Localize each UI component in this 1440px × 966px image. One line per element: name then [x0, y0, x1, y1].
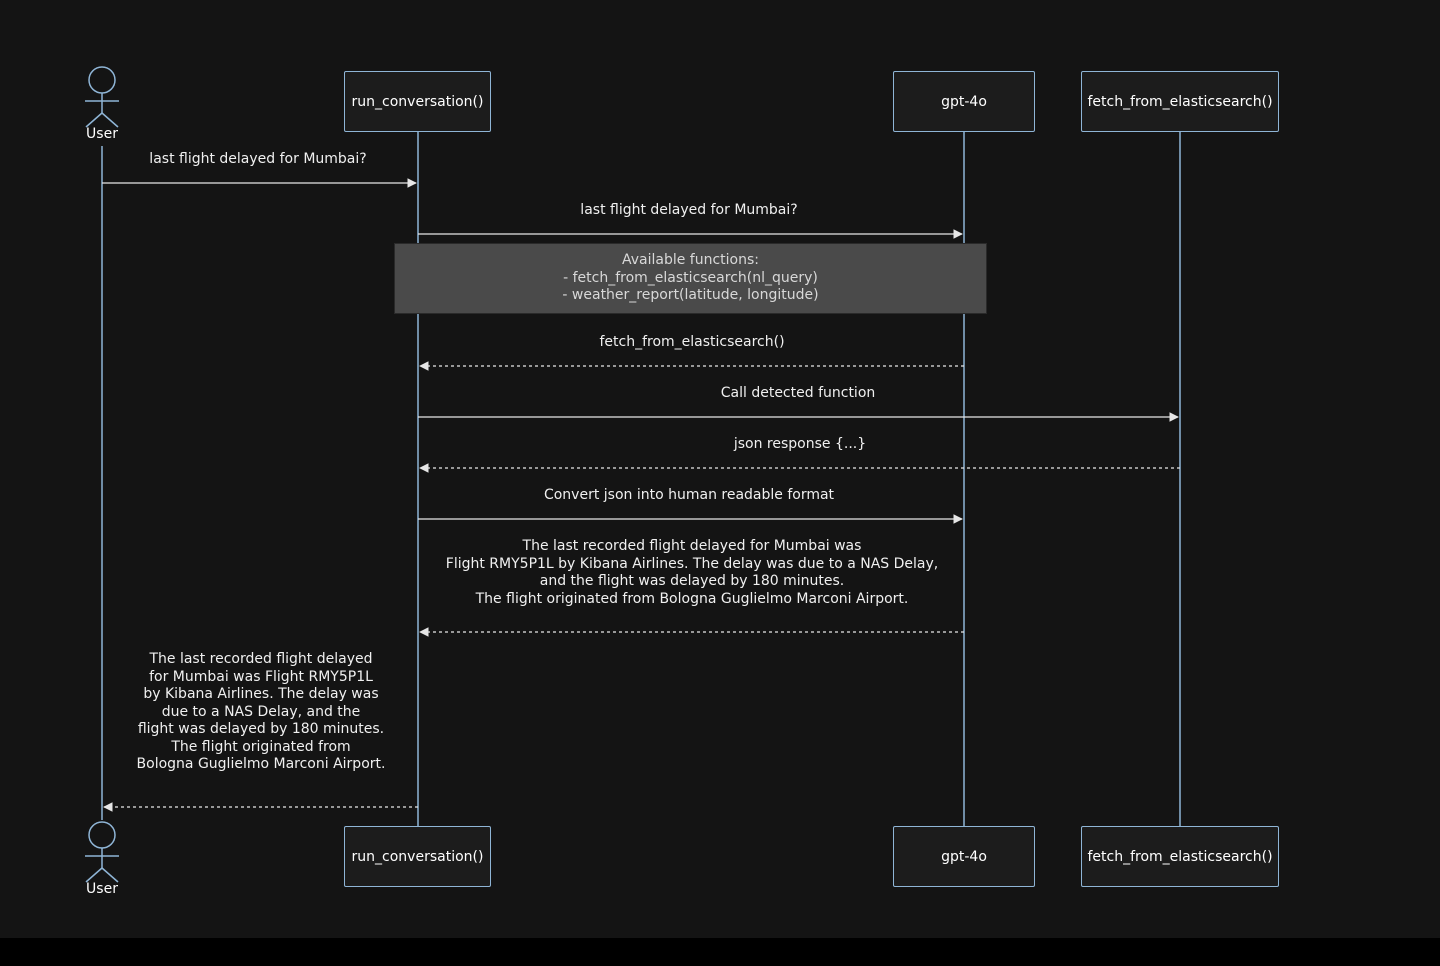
message-label-1: last flight delayed for Mumbai? [149, 151, 367, 167]
note-line-3: - weather_report(latitude, longitude) [562, 287, 819, 304]
note-line-1: Available functions: [621, 252, 760, 269]
actor-label-user-top: User [86, 126, 118, 142]
message-label-7: The last recorded flight delayed for Mum… [445, 538, 939, 607]
participant-box-run-conversation-top: run_conversation() [344, 71, 491, 132]
message-label-6: Convert json into human readable format [543, 487, 835, 503]
participant-box-fetch-bottom: fetch_from_elasticsearch() [1081, 826, 1279, 887]
participant-box-gpt-bottom: gpt-4o [893, 826, 1035, 887]
message-label-4: Call detected function [720, 385, 876, 401]
user-actor-icon-bottom [85, 821, 119, 883]
user-actor-icon-top [85, 66, 119, 128]
participant-box-gpt-top: gpt-4o [893, 71, 1035, 132]
message-label-3: fetch_from_elasticsearch() [599, 334, 785, 350]
message-label-5: json response {...} [733, 436, 867, 452]
diagram-lines [85, 66, 1181, 883]
note-line-2: - fetch_from_elasticsearch(nl_query) [563, 269, 818, 286]
message-label-2: last flight delayed for Mumbai? [580, 202, 798, 218]
sequence-diagram-canvas: User User run_conversation() gpt-4o fetc… [0, 0, 1440, 938]
note-available-functions: Available functions: - fetch_from_elasti… [394, 243, 987, 314]
participant-box-fetch-top: fetch_from_elasticsearch() [1081, 71, 1279, 132]
participant-box-run-conversation-bottom: run_conversation() [344, 826, 491, 887]
message-label-8: The last recorded flight delayed for Mum… [136, 651, 386, 772]
actor-label-user-bottom: User [86, 881, 118, 897]
